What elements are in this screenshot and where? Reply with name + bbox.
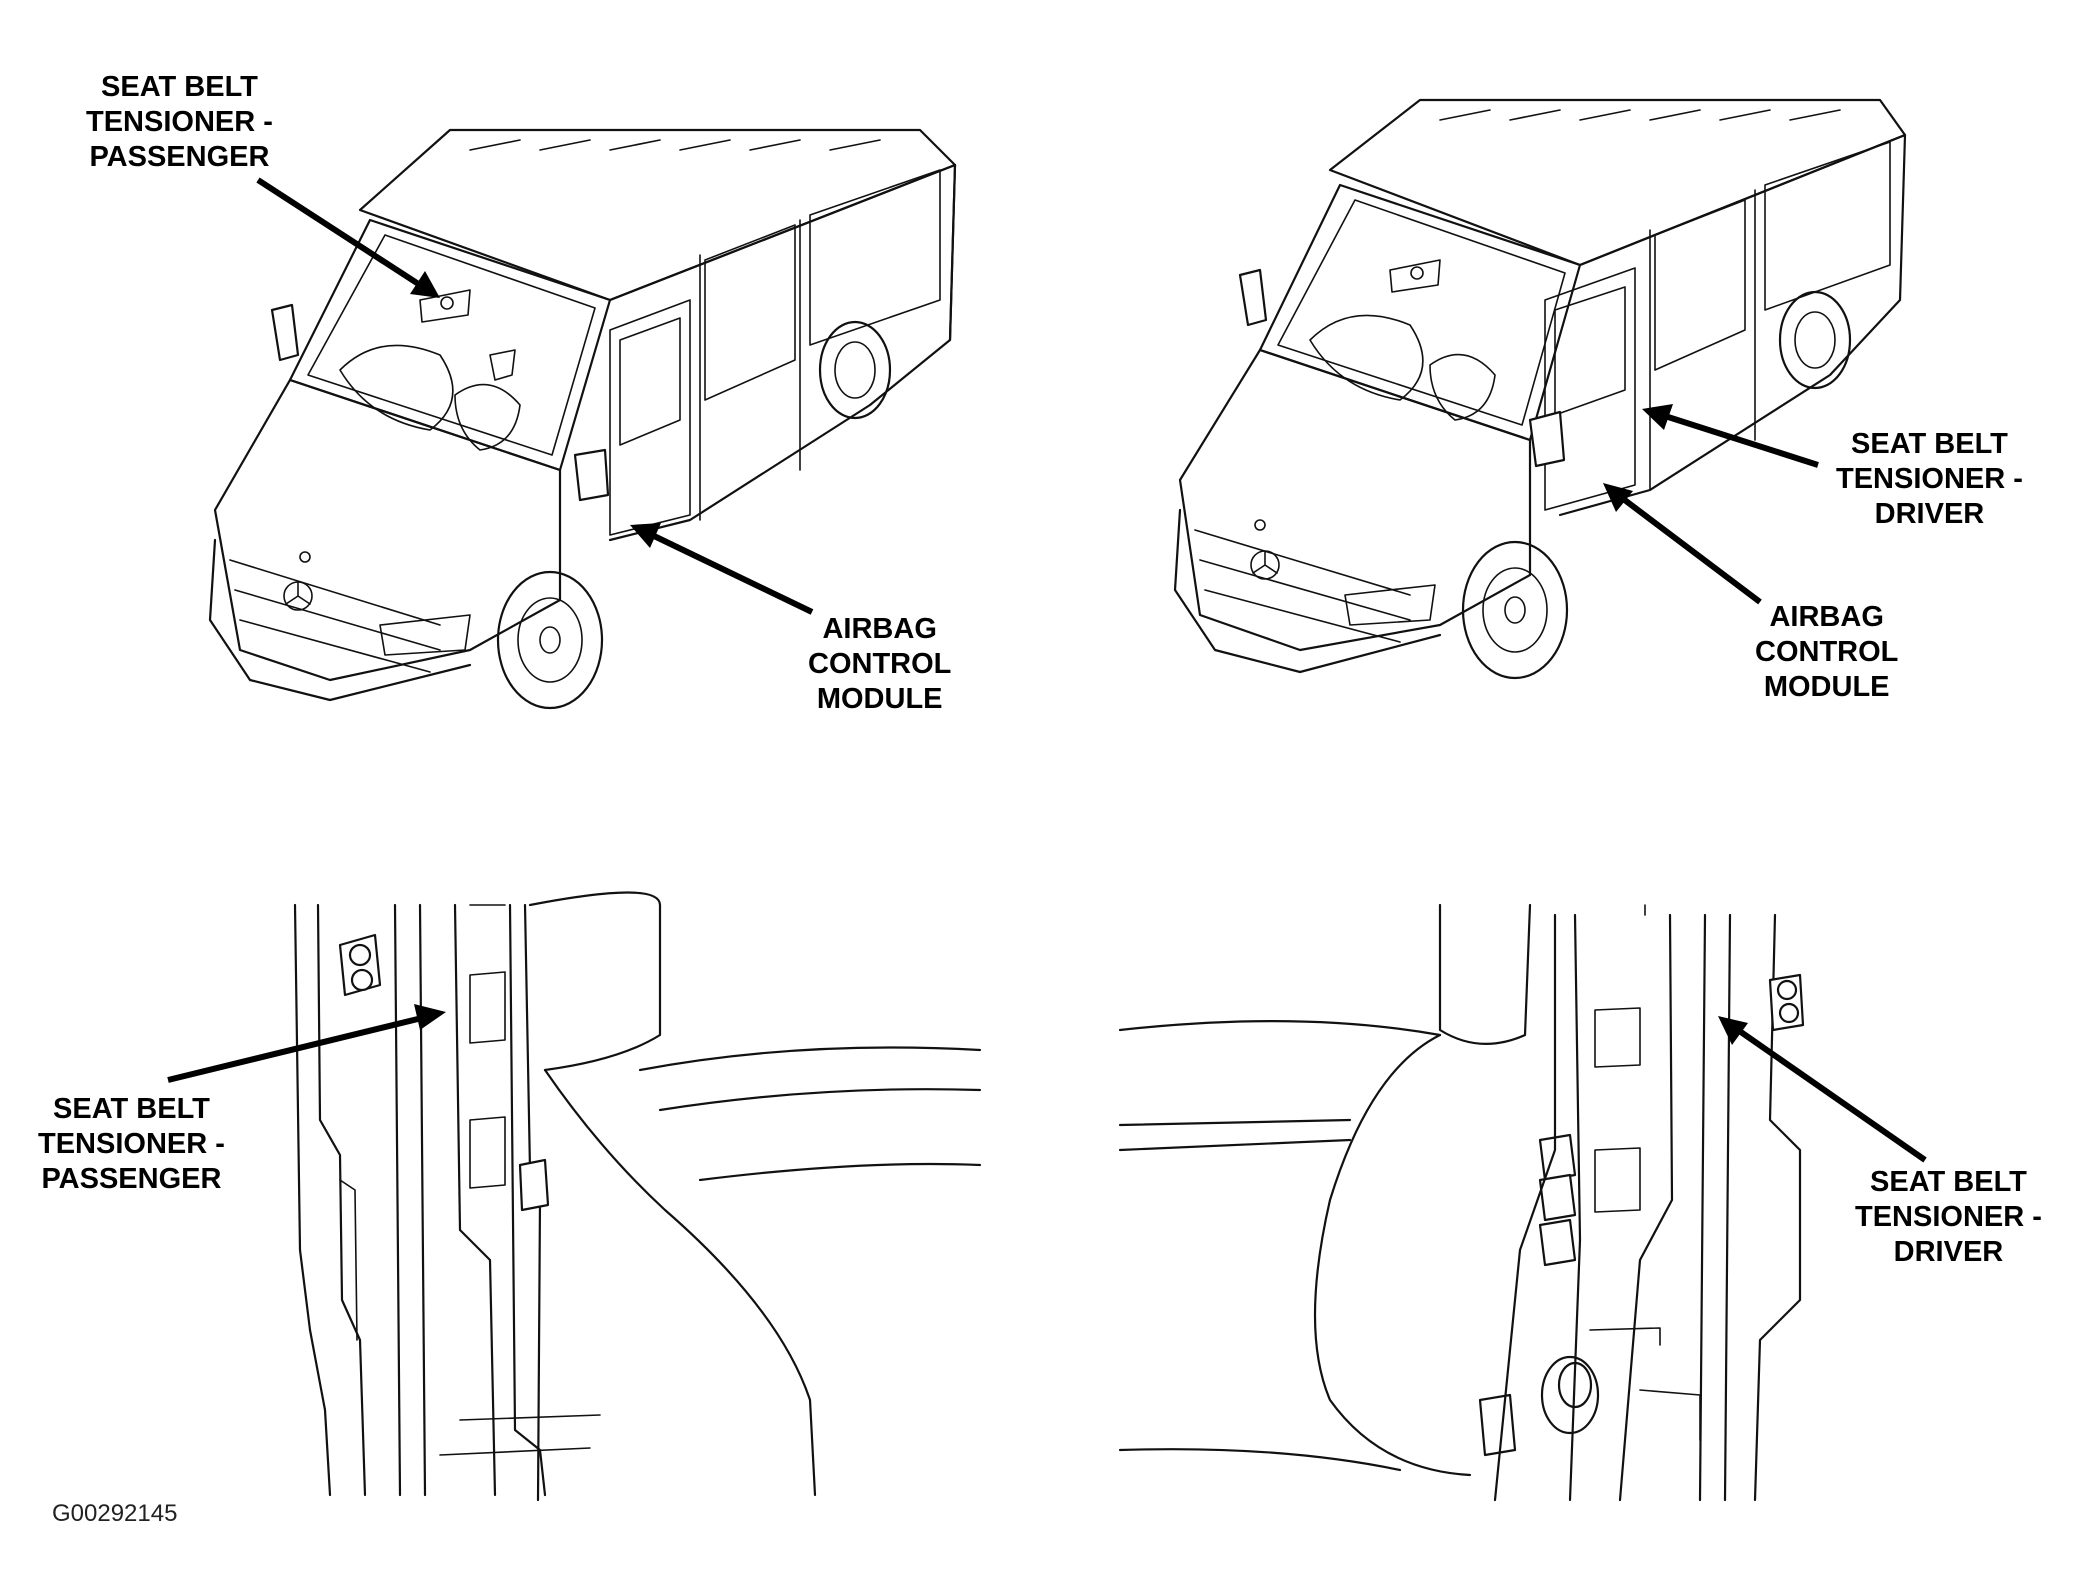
arrow-top-right-module (1603, 483, 1762, 605)
callout-line: DRIVER (1893, 1236, 2004, 1268)
callout-line: PASSENGER (89, 141, 270, 173)
callout-line: TENSIONER - (1855, 1201, 2042, 1233)
callout-line: PASSENGER (41, 1163, 222, 1195)
pillar-seat-illustration-passenger (293, 891, 982, 1502)
callout-line: SEAT BELT (101, 71, 258, 103)
callout-seat-belt-tensioner-driver-top: SEAT BELT TENSIONER - DRIVER (1836, 427, 2023, 532)
callout-line: CONTROL (808, 648, 952, 680)
callout-airbag-control-module-right: AIRBAG CONTROL MODULE (1755, 600, 1898, 705)
arrow-bottom-right-tensioner (1718, 1016, 1927, 1163)
arrow-top-right-tensioner (1642, 404, 1819, 468)
callout-line: TENSIONER - (1836, 463, 2023, 495)
callout-line: MODULE (816, 683, 943, 715)
callout-line: AIRBAG (1769, 601, 1884, 633)
callout-line: SEAT BELT (1870, 1166, 2027, 1198)
van-illustration-passenger (208, 128, 957, 710)
callout-line: SEAT BELT (53, 1093, 210, 1125)
callout-line: CONTROL (1755, 636, 1899, 668)
callout-line: SEAT BELT (1851, 428, 2008, 460)
callout-line: TENSIONER - (86, 106, 273, 138)
callout-line: AIRBAG (822, 613, 937, 645)
callout-line: MODULE (1763, 671, 1890, 703)
arrow-top-left-module (630, 523, 814, 615)
arrow-bottom-left-tensioner (167, 1004, 446, 1083)
callout-airbag-control-module-left: AIRBAG CONTROL MODULE (808, 612, 951, 717)
pillar-seat-illustration-driver (1118, 903, 1805, 1502)
callout-seat-belt-tensioner-passenger-bottom: SEAT BELT TENSIONER - PASSENGER (38, 1092, 225, 1197)
callout-line: TENSIONER - (38, 1128, 225, 1160)
arrow-top-left-tensioner (256, 177, 440, 298)
van-illustration-driver (1173, 98, 1907, 680)
callout-seat-belt-tensioner-driver-bottom: SEAT BELT TENSIONER - DRIVER (1855, 1165, 2042, 1270)
callout-seat-belt-tensioner-passenger-top: SEAT BELT TENSIONER - PASSENGER (86, 70, 273, 175)
figure-id: G00292145 (52, 1500, 178, 1527)
callout-line: DRIVER (1874, 498, 1985, 530)
